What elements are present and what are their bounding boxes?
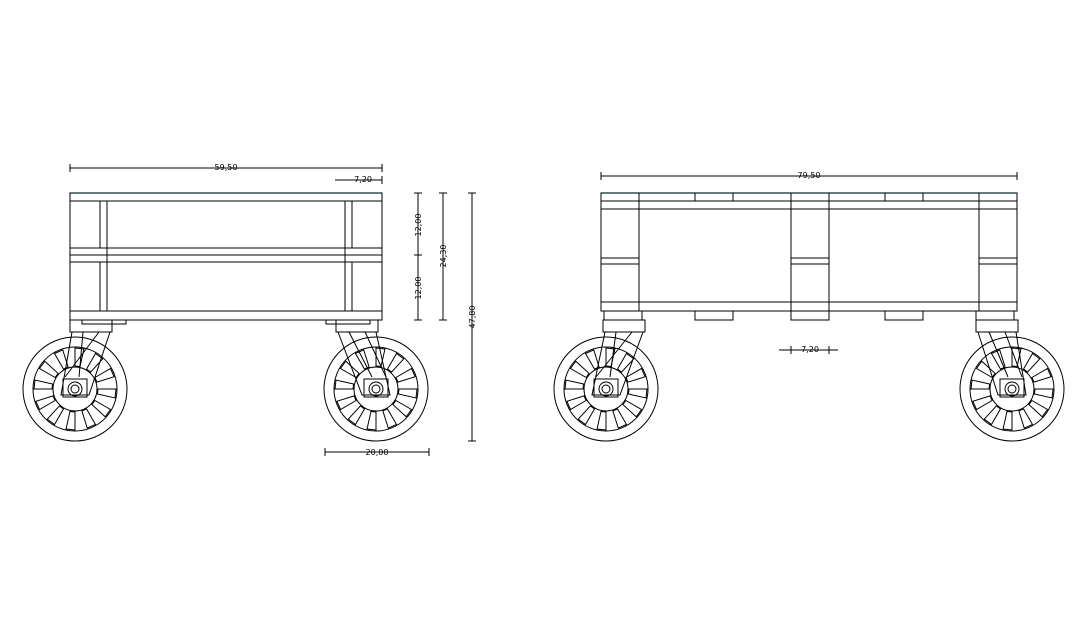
caster-side-right xyxy=(323,319,429,442)
dim-side-width: 59,50 xyxy=(215,163,238,172)
caster-side-left xyxy=(22,319,128,442)
front-dimensions: 79,50 7,20 xyxy=(600,171,1018,354)
front-view xyxy=(600,192,1018,321)
side-dimensions: 59,50 7,20 12,00 12,00 24,30 47,80 20,00 xyxy=(69,163,477,457)
dim-side-wheel: 20,00 xyxy=(366,448,389,457)
caster-front-left xyxy=(553,319,659,442)
side-foot-right xyxy=(325,319,371,325)
caster-front-right xyxy=(959,319,1065,442)
dim-side-body: 24,30 xyxy=(439,245,448,268)
dim-front-width: 79,50 xyxy=(798,171,821,180)
side-foot-left xyxy=(81,319,127,325)
dim-side-upper: 12,00 xyxy=(414,214,423,237)
dim-side-lower: 12,00 xyxy=(414,277,423,300)
casters xyxy=(22,319,1065,442)
dim-side-post: 7,20 xyxy=(354,175,372,184)
dim-front-block: 7,20 xyxy=(801,345,819,354)
side-frame xyxy=(69,192,383,321)
side-view xyxy=(69,192,383,325)
front-frame xyxy=(600,192,1018,312)
dim-side-total: 47,80 xyxy=(468,306,477,329)
